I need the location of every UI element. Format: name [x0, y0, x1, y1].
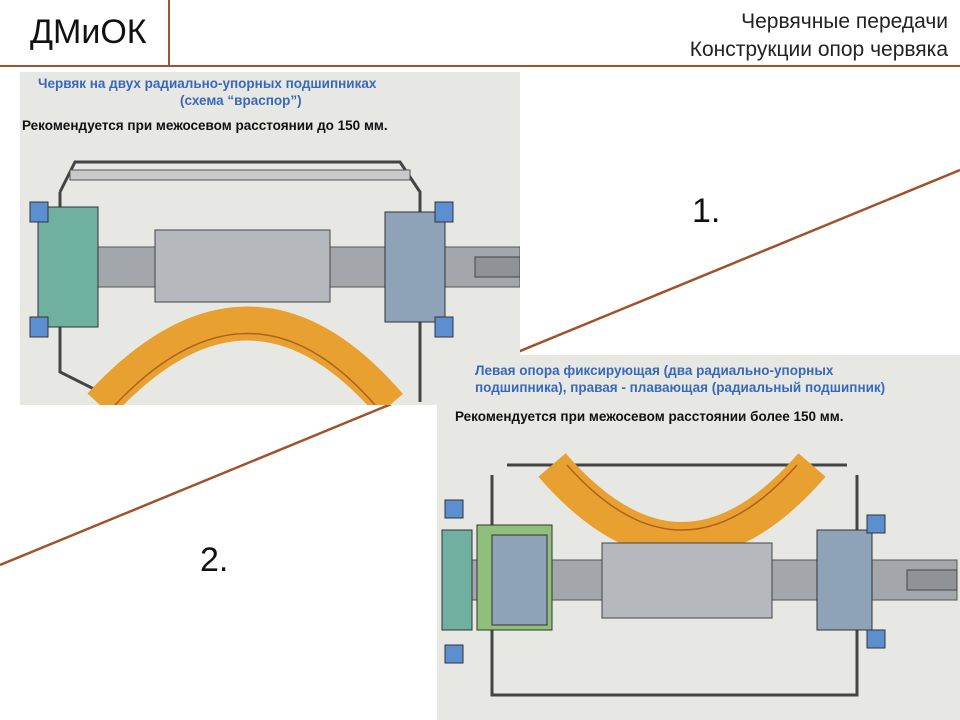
logo-text: ДМиОК	[30, 13, 147, 51]
title-line-1: Червячные передачи	[741, 10, 948, 33]
scheme-1-caption-line-2: (схема “враспор”)	[180, 93, 302, 108]
scheme-1-panel: Червяк на двух радиально-упорных подшипн…	[20, 72, 520, 405]
scheme-2-number: 2.	[200, 541, 229, 579]
scheme-1-caption-line-1: Червяк на двух радиально-упорных подшипн…	[38, 76, 377, 91]
scheme-1-recommendation: Рекомендуется при межосевом расстоянии д…	[22, 118, 388, 133]
scheme-1-drawing	[29, 160, 520, 405]
scheme-2-recommendation: Рекомендуется при межосевом расстоянии б…	[455, 409, 844, 424]
scheme-2-panel: Левая опора фиксирующая (два радиально-у…	[437, 355, 960, 720]
logo: ДМиОК	[0, 0, 170, 65]
scheme-1-number: 1.	[692, 192, 721, 230]
scheme-2-drawing	[441, 453, 958, 697]
page-title: Червячные передачи Конструкции опор черв…	[690, 8, 948, 64]
title-line-2: Конструкции опор червяка	[689, 38, 948, 61]
header-divider	[0, 65, 960, 67]
scheme-2-caption-line-2: подшипника), правая - плавающая (радиаль…	[475, 380, 886, 395]
scheme-2-caption-line-1: Левая опора фиксирующая (два радиально-у…	[475, 363, 834, 378]
